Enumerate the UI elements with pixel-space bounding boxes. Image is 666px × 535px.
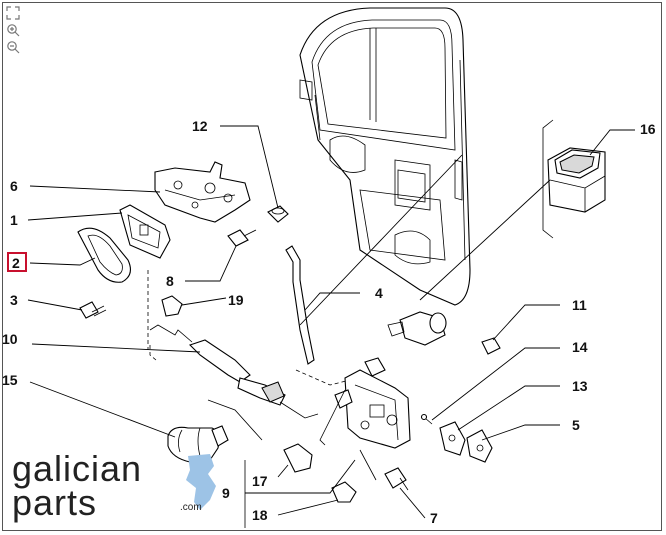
part-6-hinge-bracket	[154, 161, 251, 223]
callout-9[interactable]: 9	[222, 485, 230, 501]
callout-16[interactable]: 16	[640, 121, 656, 137]
callout-6[interactable]: 6	[10, 178, 18, 194]
callout-7[interactable]: 7	[430, 510, 438, 526]
part-11-screw	[481, 337, 501, 355]
group-9-bracket-left	[207, 399, 263, 441]
zoom-toolbar	[6, 6, 22, 57]
part-18-clip	[331, 481, 357, 503]
part-2-handle-bezel	[77, 227, 131, 283]
callout-14[interactable]: 14	[572, 339, 588, 355]
callout-10[interactable]: 10	[2, 331, 18, 347]
callout-17[interactable]: 17	[252, 473, 268, 489]
logo-line-2: parts	[12, 482, 98, 523]
part-5-striker-shim	[466, 429, 493, 463]
zoom-out-icon[interactable]	[6, 40, 20, 54]
part-14-pin	[420, 413, 433, 425]
part-1-inner-handle	[119, 204, 171, 259]
zoom-in-icon[interactable]	[6, 23, 20, 37]
door-lock-assembly	[319, 357, 411, 449]
brand-logo: galician parts .com	[12, 448, 216, 523]
callout-4[interactable]: 4	[375, 285, 383, 301]
part-13-striker-plate	[439, 421, 466, 456]
callout-3[interactable]: 3	[10, 292, 18, 308]
leader-lines	[27, 125, 635, 519]
part-4-control-rod	[285, 245, 351, 386]
logo-domain: .com	[180, 502, 202, 513]
callout-11[interactable]: 11	[572, 297, 587, 313]
part-19-clip	[161, 295, 183, 317]
part-7-screw	[384, 467, 409, 491]
callout-12[interactable]: 12	[192, 118, 208, 134]
callout-15[interactable]: 15	[2, 372, 18, 388]
logo-line-1: galician	[12, 448, 143, 489]
callout-19[interactable]: 19	[228, 292, 244, 308]
callout-18[interactable]: 18	[252, 507, 268, 523]
part-10-cable-rod	[147, 270, 319, 419]
fullscreen-icon[interactable]	[6, 6, 20, 20]
callout-8[interactable]: 8	[166, 273, 174, 289]
callout-5[interactable]: 5	[572, 417, 580, 433]
part-16-door-stop	[542, 119, 606, 239]
diagram-frame	[2, 2, 662, 531]
map-icon	[186, 454, 216, 510]
callout-13[interactable]: 13	[572, 378, 588, 394]
callout-2[interactable]: 2	[12, 255, 20, 271]
group-9-bracket-right	[244, 449, 377, 528]
selected-callout-highlight	[7, 252, 27, 272]
door-panel	[299, 7, 471, 306]
part-17-clip	[283, 443, 313, 473]
part-8-screw	[227, 229, 257, 247]
part-12-bolt	[267, 205, 289, 223]
part-3-screw	[79, 301, 107, 319]
lock-cylinder-actuator	[387, 311, 447, 346]
part-15-grommet	[167, 425, 229, 463]
callout-1[interactable]: 1	[10, 212, 18, 228]
